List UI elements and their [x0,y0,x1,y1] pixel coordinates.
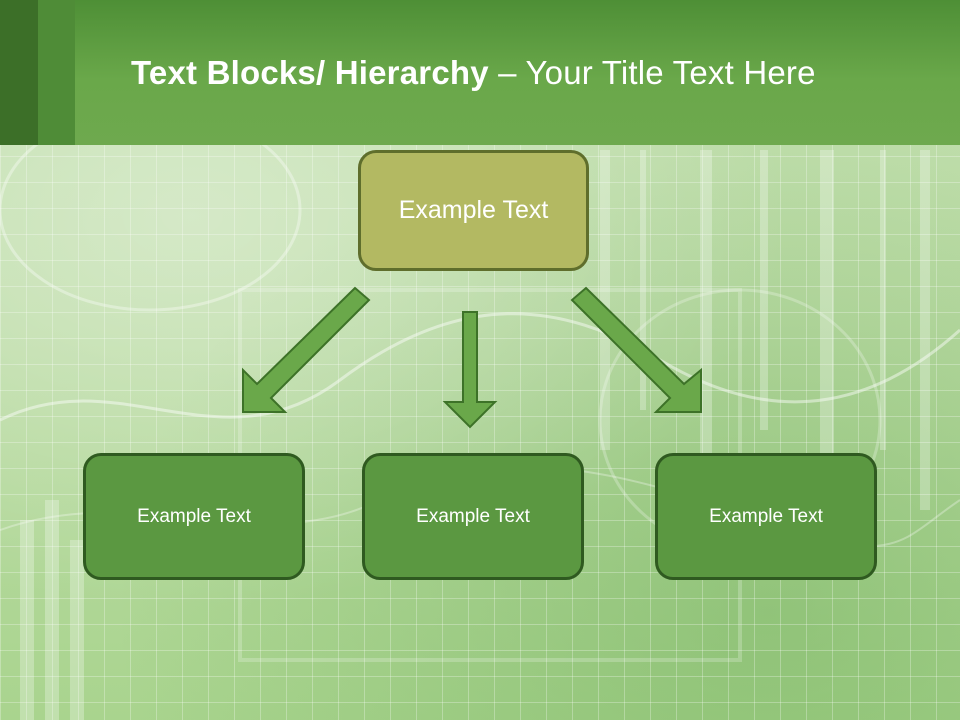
top-text-block-label: Example Text [398,196,549,224]
child-text-block-label: Example Text [416,505,530,527]
slide-title[interactable]: Text Blocks/ Hierarchy – Your Title Text… [131,54,816,92]
title-bar-accent-mid [38,0,75,145]
child-text-block-1[interactable]: Example Text [83,453,305,580]
child-text-block-label: Example Text [137,505,251,527]
arrow-center [442,311,498,429]
child-text-block-label: Example Text [709,505,823,527]
child-text-block-2[interactable]: Example Text [362,453,584,580]
arrow-left [242,286,371,413]
top-text-block[interactable]: Example Text [358,150,589,271]
title-bar: Text Blocks/ Hierarchy – Your Title Text… [0,0,960,145]
title-separator: – [488,54,526,91]
title-bar-accent-dark [0,0,38,145]
child-text-block-3[interactable]: Example Text [655,453,877,580]
title-rest-text: Your Title Text Here [525,54,816,91]
title-bold-text: Text Blocks/ Hierarchy [131,54,489,91]
arrow-right [570,286,702,413]
